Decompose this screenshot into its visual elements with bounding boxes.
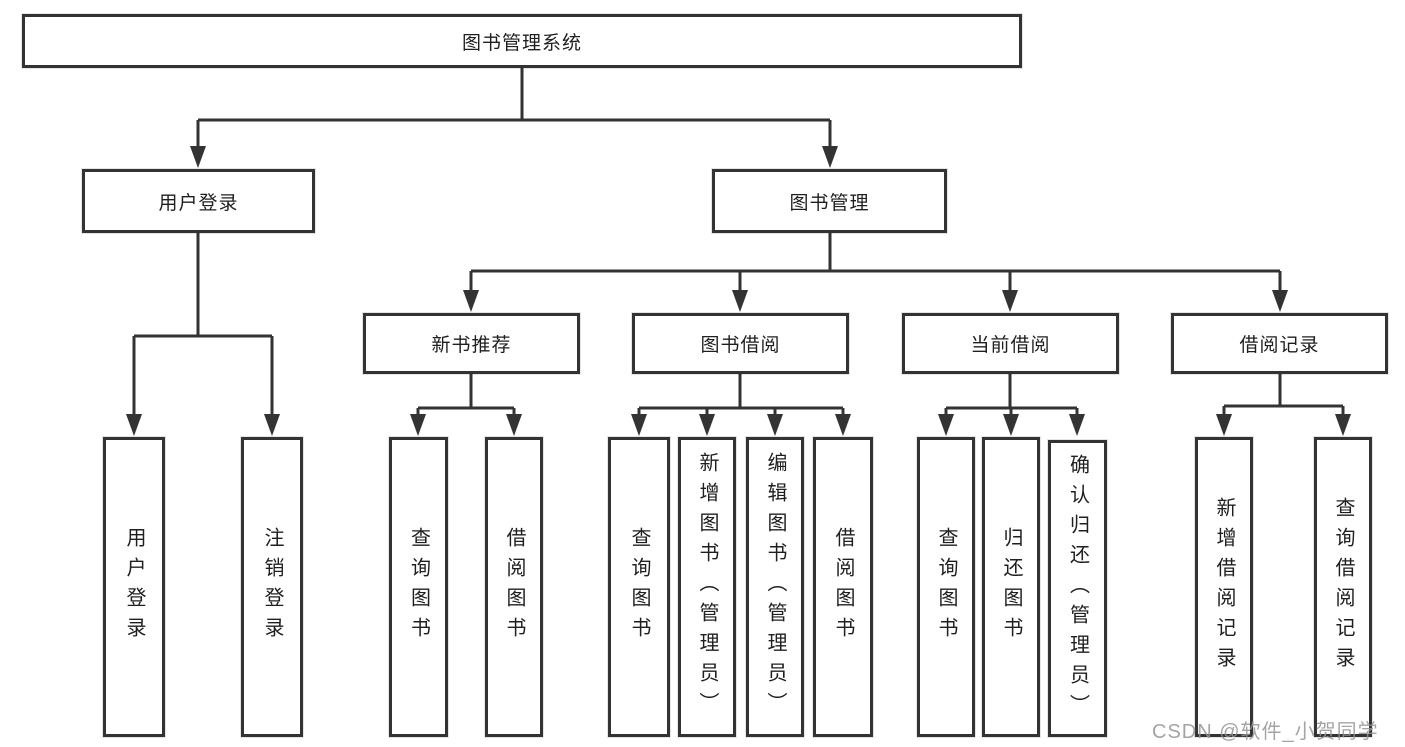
node-current-borrowing: 当前借阅 <box>902 313 1119 374</box>
leaf-edit-books-admin: 编辑图书（管理员） <box>746 437 804 737</box>
connector-book-borrow <box>639 374 843 410</box>
connector-current-borrow <box>946 374 1077 410</box>
leaf-label: 新增图书（管理员） <box>696 452 718 722</box>
leaf-query-books-2: 查询图书 <box>608 437 670 737</box>
leaf-label: 查询图书 <box>628 527 650 647</box>
leaf-label: 借阅图书 <box>503 527 525 647</box>
leaf-return-books: 归还图书 <box>982 437 1040 737</box>
leaf-add-books-admin: 新增图书（管理员） <box>678 437 736 737</box>
leaf-query-borrow-record: 查询借阅记录 <box>1314 437 1372 737</box>
leaf-borrow-books-1: 借阅图书 <box>485 437 543 737</box>
node-book-borrowing: 图书借阅 <box>632 313 849 374</box>
leaf-query-books-1: 查询图书 <box>389 437 448 737</box>
connector-borrow-record <box>1224 374 1343 408</box>
leaf-borrow-books-2: 借阅图书 <box>813 437 873 737</box>
node-user-login: 用户登录 <box>82 169 315 233</box>
leaf-label: 借阅图书 <box>832 527 854 647</box>
leaf-label: 查询借阅记录 <box>1332 497 1354 677</box>
csdn-watermark: CSDN @软件_小贺同学 <box>1152 721 1379 743</box>
leaf-label: 用户登录 <box>123 527 145 647</box>
leaf-label: 归还图书 <box>1000 527 1022 647</box>
connector-new-book <box>418 374 514 410</box>
leaf-user-login: 用户登录 <box>103 437 165 737</box>
node-borrowing-records: 借阅记录 <box>1171 313 1388 374</box>
leaf-label: 编辑图书（管理员） <box>764 452 786 722</box>
leaf-label: 注销登录 <box>261 527 283 647</box>
node-new-book-recommend: 新书推荐 <box>363 313 580 374</box>
node-book-management: 图书管理 <box>712 169 947 233</box>
leaf-confirm-return-admin: 确认归还（管理员） <box>1048 440 1107 737</box>
leaf-label: 新增借阅记录 <box>1213 497 1235 677</box>
leaf-label: 查询图书 <box>935 527 957 647</box>
node-root-system: 图书管理系统 <box>22 14 1022 68</box>
leaf-query-books-3: 查询图书 <box>917 437 975 737</box>
leaf-logout: 注销登录 <box>241 437 303 737</box>
leaf-label: 确认归还（管理员） <box>1066 453 1089 724</box>
leaf-add-borrow-record: 新增借阅记录 <box>1195 437 1253 737</box>
connector-user-login <box>134 233 272 338</box>
leaf-label: 查询图书 <box>407 527 430 647</box>
connector-root <box>198 68 830 122</box>
connector-book-mgmt <box>471 233 1280 273</box>
